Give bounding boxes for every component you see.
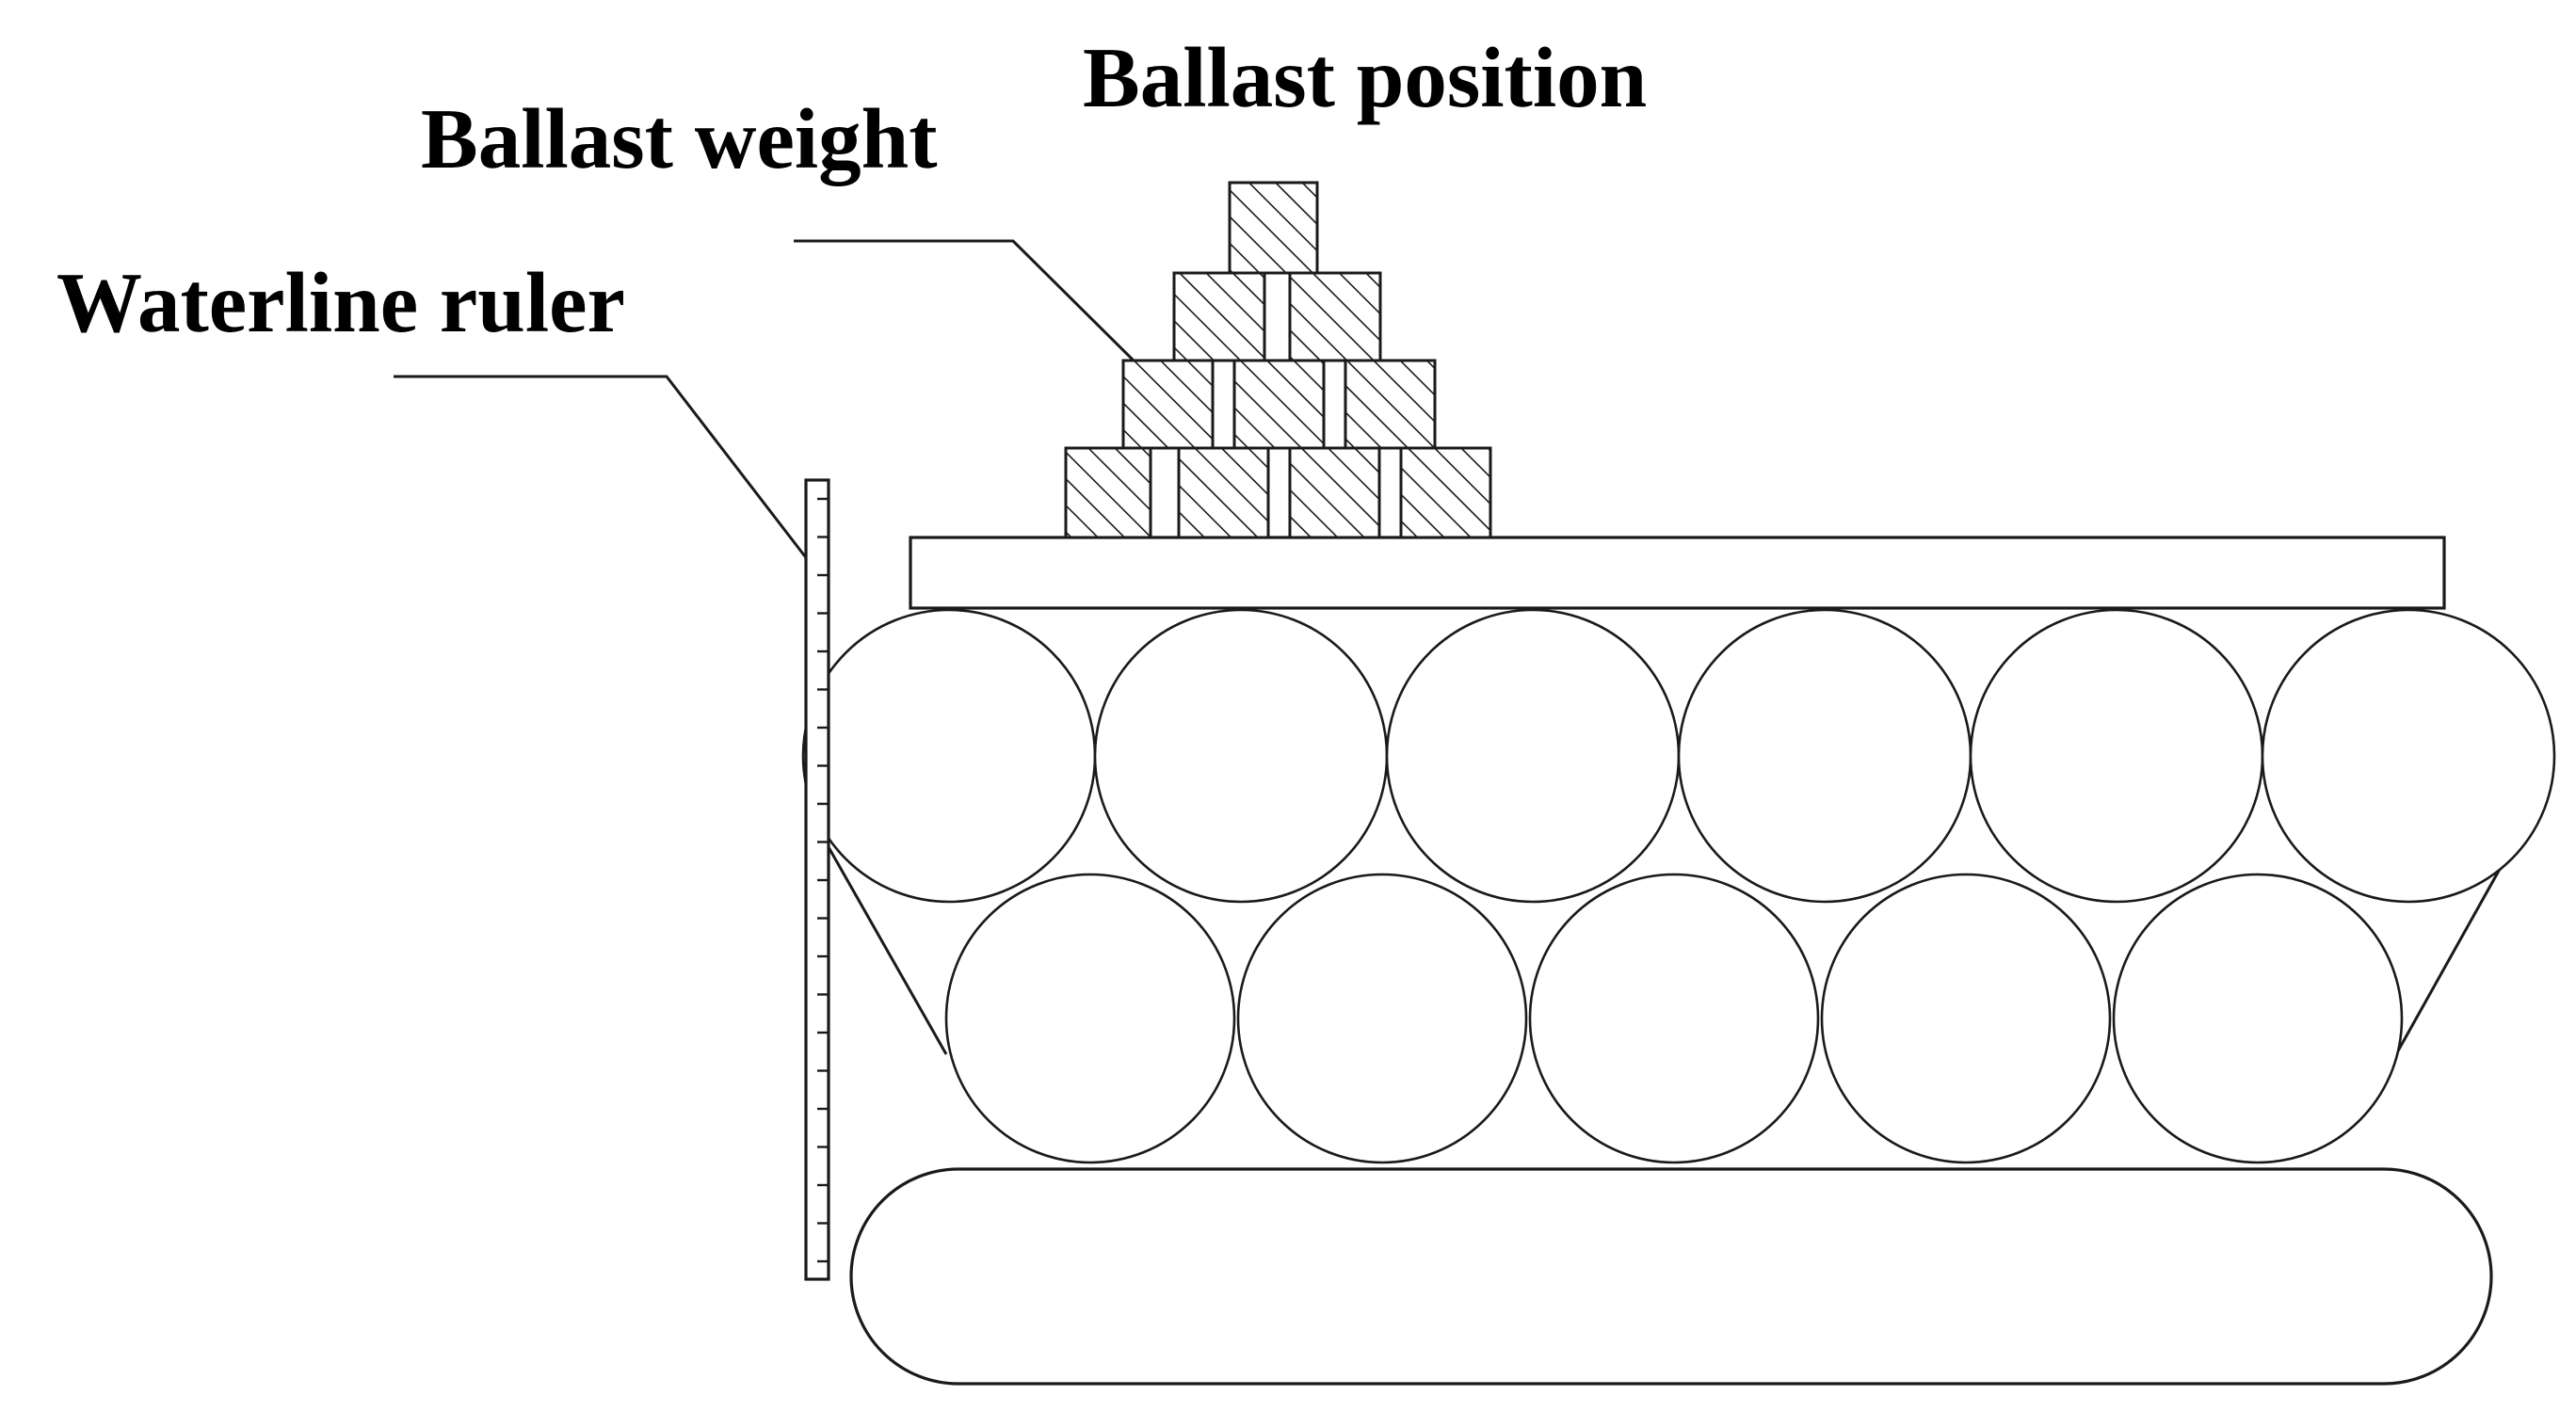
waterline-ruler-leader [394,375,819,573]
bottom-float [849,1167,2493,1386]
pontoon-circle [1677,608,1972,904]
pontoon-circle [1385,608,1681,904]
ballast-block [1172,271,1266,362]
pontoon-circle [2112,873,2404,1164]
ballast-weight-leader [794,239,1136,363]
ballast-block [1288,271,1382,362]
ballast-block [1228,181,1319,275]
ballast-block [1232,359,1326,450]
ballast-block [1399,446,1492,539]
lower-pontoon-row [944,873,2404,1164]
deck-platform [909,536,2446,610]
left-side-line [827,846,948,1055]
waterline-ruler-label: Waterline ruler [56,255,625,350]
ballast-block [1288,446,1381,539]
right-side-line [2394,846,2514,1055]
pontoon-circle [944,873,1236,1164]
waterline-ruler [804,478,830,1281]
pontoon-circle [1528,873,1820,1164]
ruler-ticks [817,497,829,1263]
pontoon-circle [1969,608,2264,904]
ballast-block [1177,446,1270,539]
pontoon-circle [801,608,1097,904]
ballast-weight-stack [1064,181,1492,539]
upper-pontoon-row [801,608,2556,904]
pontoon-circle [1820,873,2112,1164]
pontoon-circle [2261,608,2556,904]
ballast-block [1121,359,1215,450]
ballast-block [1064,446,1152,539]
pontoon-circle [1236,873,1528,1164]
ballast-position-label: Ballast position [1083,30,1647,125]
pontoon-circle [1093,608,1389,904]
ballast-weight-label: Ballast weight [421,91,938,186]
ballast-block [1344,359,1437,450]
